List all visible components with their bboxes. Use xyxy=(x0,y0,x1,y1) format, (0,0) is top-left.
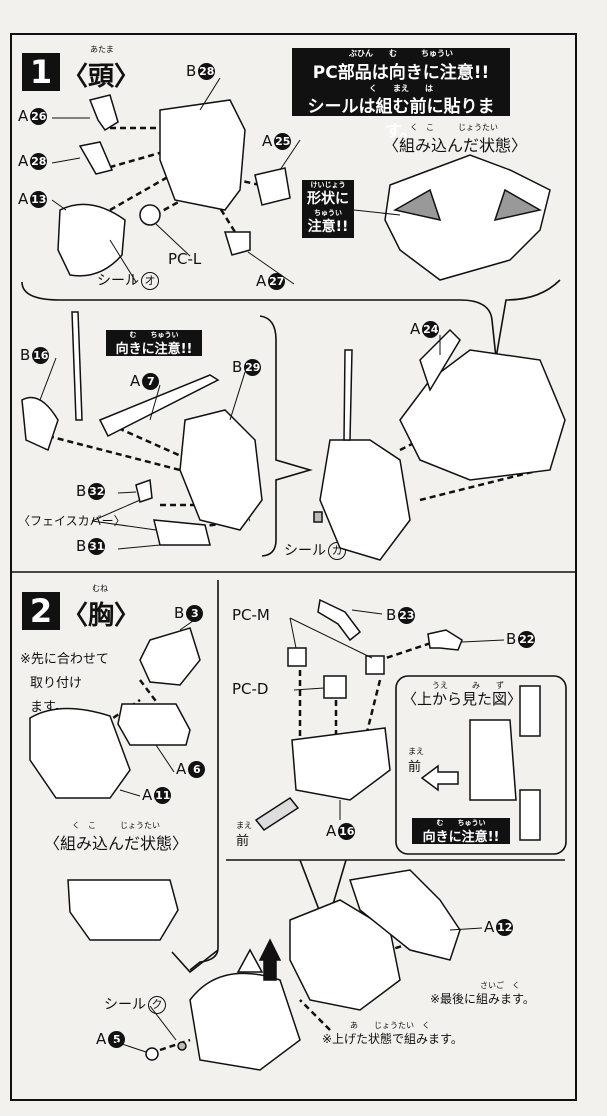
step-2-number: 2 xyxy=(22,592,60,630)
raised-note: ※上げた状態で組みます。 xyxy=(322,1032,463,1046)
last-note-ruby: さいご く xyxy=(480,981,520,990)
direction-notice-2: む ちゅうい 向きに注意!! xyxy=(412,818,510,845)
label-seal-ku: シールク xyxy=(104,994,166,1014)
step-1-number: 1 xyxy=(22,53,60,91)
front-label-1: 前 xyxy=(236,834,250,849)
shape-notice: けいじょう 形状に ちゅうい 注意!! xyxy=(302,180,354,238)
step-1-title-ruby: あたま xyxy=(90,45,114,54)
label-seal-ka: シールカ xyxy=(284,540,346,560)
label-pc-l: PC-L xyxy=(168,250,202,268)
front-ruby-1: まえ xyxy=(236,821,252,830)
front-ruby-2: まえ xyxy=(408,747,424,756)
front-label-2: 前 xyxy=(408,760,422,775)
last-note: ※最後に組みます。 xyxy=(430,992,535,1006)
raised-note-ruby: あ じょうたい く xyxy=(350,1021,430,1030)
assembled-caption-2: 〈組み込んだ状態〉 xyxy=(44,834,189,853)
notice-ruby-2: く まえ は xyxy=(369,84,433,93)
label-pc-d: PC-D xyxy=(232,680,269,698)
top-view-caption: 〈上から見た図〉 xyxy=(402,690,523,708)
assembled-ruby-2: く こ じょうたい xyxy=(72,821,160,830)
step-1-title: 〈頭〉 xyxy=(62,62,141,92)
pc-parts-notice: ぶひん む ちゅうい PC部品は向きに注意!! く まえ は シールは組む前に貼… xyxy=(292,48,510,142)
notice-line-1: PC部品は向きに注意!! xyxy=(312,63,490,83)
notice-line-2: シールは組む前に貼ります。 xyxy=(307,97,495,142)
pre-note-line-1: ※先に合わせて xyxy=(20,652,109,667)
page-border xyxy=(10,33,577,1101)
pre-note-line-2: 取り付け xyxy=(30,676,83,691)
label-seal-o: シールオ xyxy=(97,270,159,290)
step-2-title-ruby: むね xyxy=(92,584,108,593)
label-face-cover: 〈フェイスカバー〉 xyxy=(18,514,126,528)
step-2-title: 〈胸〉 xyxy=(62,601,141,631)
direction-notice-1: む ちゅうい 向きに注意!! xyxy=(106,330,202,357)
top-view-ruby: うえ み ず xyxy=(432,681,504,690)
label-pc-m: PC-M xyxy=(232,606,270,624)
notice-ruby-1: ぶひん む ちゅうい xyxy=(349,49,453,58)
assembled-caption-1: 〈組み込んだ状態〉 xyxy=(383,136,528,155)
assembled-ruby-1: く こ じょうたい xyxy=(410,123,498,132)
